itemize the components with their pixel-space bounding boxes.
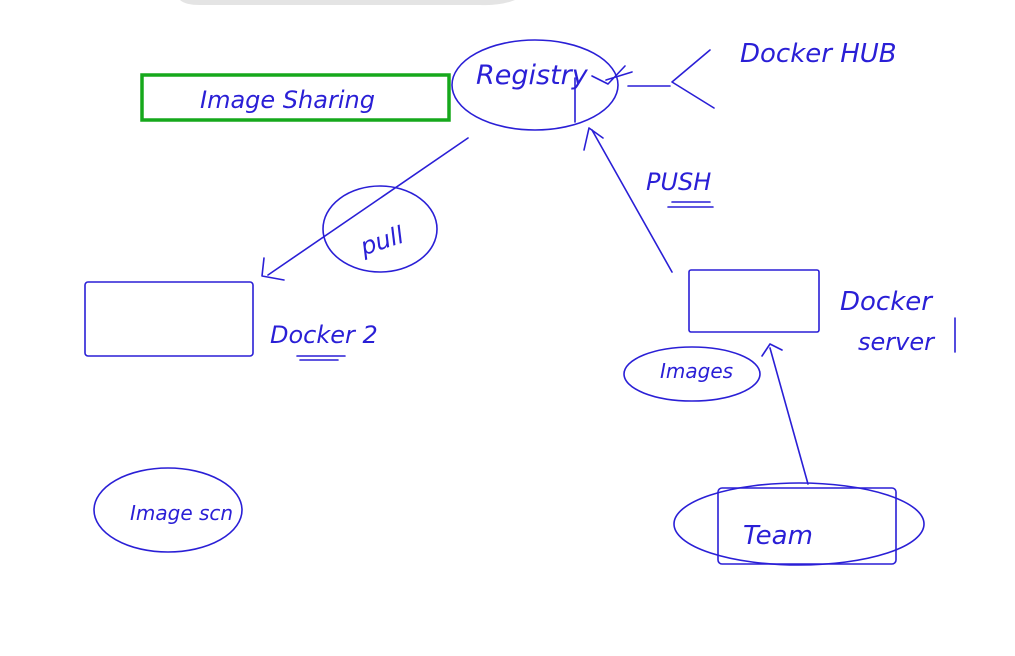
docker-2-underline [296, 355, 346, 361]
pull-ellipse [322, 185, 438, 273]
toolbar-shadow [180, 0, 515, 6]
docker-server-label-line2: server [858, 328, 936, 356]
team-ellipse [673, 482, 925, 566]
push-underline [667, 201, 714, 208]
push-label: PUSH [646, 168, 711, 196]
registry-label: Registry [476, 60, 589, 91]
team-label: Team [743, 521, 813, 551]
images-ellipse [623, 346, 761, 402]
image-scan-label: Image scn [130, 501, 233, 525]
image-sharing-label: Image Sharing [200, 86, 375, 114]
docker-hub-label: Docker HUB [740, 39, 897, 69]
team-to-server-arrow-line [769, 347, 809, 485]
push-arrow-line [591, 129, 673, 273]
registry-to-hub-connector [627, 49, 715, 109]
docker-2-box [84, 281, 254, 357]
pull-arrow-head [261, 257, 285, 281]
push-arrow-head [583, 127, 604, 151]
images-label: Images [660, 359, 733, 383]
team-to-server-arrow-head [761, 343, 783, 357]
registry-scribble [574, 65, 633, 123]
pull-arrow-line [267, 137, 469, 276]
team-inner-box [717, 487, 897, 565]
image-sharing-highlight-box [140, 73, 451, 122]
docker-server-label-line1: Docker [840, 287, 934, 317]
docker-server-box [688, 269, 820, 333]
image-scan-ellipse [93, 467, 243, 553]
pull-label: pull [356, 221, 408, 262]
registry-ellipse [451, 39, 619, 131]
docker-2-label: Docker 2 [270, 321, 378, 349]
